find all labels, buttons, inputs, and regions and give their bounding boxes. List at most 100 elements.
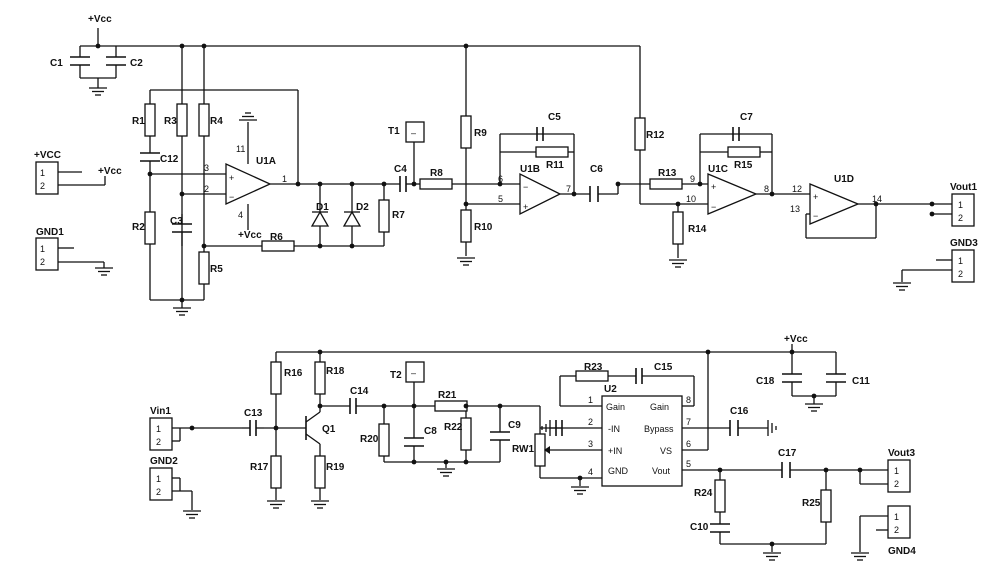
r14-label: R14 (688, 224, 707, 235)
c11-label: C11 (852, 376, 870, 387)
r13-label: R13 (658, 168, 677, 179)
c1-label: C1 (50, 58, 63, 69)
pin-number: 11 (236, 144, 245, 154)
c16-label: C16 (730, 406, 749, 417)
opamp-plus: + (813, 192, 818, 202)
pin-number: 6 (498, 174, 503, 184)
conn-pin: 2 (156, 487, 161, 497)
c12-label: C12 (160, 154, 179, 165)
pin-number: 13 (790, 204, 800, 214)
r8-label: R8 (430, 168, 443, 179)
r24-label: R24 (694, 488, 713, 499)
r18-label: R18 (326, 366, 345, 377)
pin-number: 7 (566, 184, 571, 194)
u1d-label: U1D (834, 174, 854, 185)
c8-label: C8 (424, 426, 437, 437)
conn-pin: 1 (894, 466, 899, 476)
gnd2-label: GND2 (150, 456, 178, 467)
r1-label: R1 (132, 116, 145, 127)
opamp-labels: U1A + − 3 2 1 4 11 U1B − + 6 5 7 U1C + −… (204, 144, 882, 221)
u1b-label: U1B (520, 164, 540, 175)
vcc-label-top: +Vcc (88, 14, 112, 25)
conn-pin: 1 (40, 244, 45, 254)
u2-vs: VS (660, 446, 672, 456)
opamp-minus: − (711, 202, 716, 212)
gnd4-label: GND4 (888, 546, 916, 557)
r5-label: R5 (210, 264, 223, 275)
c5-label: C5 (548, 112, 561, 123)
u2-gain-right: Gain (650, 402, 669, 412)
pin-number: 1 (282, 174, 287, 184)
c3-label: C3 (170, 216, 183, 227)
c9-label: C9 (508, 420, 521, 431)
d1-label: D1 (316, 202, 329, 213)
u2-gain-left: Gain (606, 402, 625, 412)
r11-label: R11 (546, 160, 564, 171)
c4-label: C4 (394, 164, 407, 175)
opamp-plus: + (523, 202, 528, 212)
conn-pin: 2 (156, 437, 161, 447)
conn-pin: 1 (156, 424, 161, 434)
r4-label: R4 (210, 116, 223, 127)
t2-label: T2 (390, 370, 402, 381)
u2-vout: Vout (652, 466, 671, 476)
conn-pin: 1 (40, 168, 45, 178)
r17-label: R17 (250, 462, 269, 473)
u2-bypass: Bypass (644, 424, 674, 434)
u2-gnd: GND (608, 466, 629, 476)
r12-label: R12 (646, 130, 665, 141)
r20-label: R20 (360, 434, 379, 445)
u1c-label: U1C (708, 164, 728, 175)
conn-pin: 2 (40, 181, 45, 191)
c18-label-pos: C18 (756, 376, 775, 387)
component-labels: C1 C2 R1 R3 R4 C12 R2 C3 R5 R6 D1 D2 R7 … (50, 58, 870, 533)
top-wiring (58, 28, 952, 308)
u2-pin: 4 (588, 467, 593, 477)
r19-label: R19 (326, 462, 345, 473)
r2-label: R2 (132, 222, 145, 233)
pin-number: 3 (204, 163, 209, 173)
u2-pin: 7 (686, 417, 691, 427)
c10-label: C10 (690, 522, 709, 533)
gnd3-label: GND3 (950, 238, 978, 249)
vout3-label: Vout3 (888, 448, 915, 459)
pin-number: 14 (872, 194, 882, 204)
connector-labels: +VCC 1 2 GND1 1 2 Vout1 1 2 GND3 1 2 Vin… (34, 150, 978, 557)
pin-number: 8 (764, 184, 769, 194)
u1a-label: U1A (256, 156, 276, 167)
opamp-plus: + (229, 173, 234, 183)
opamp-plus: + (711, 182, 716, 192)
q1-label: Q1 (322, 424, 336, 435)
vout1-label: Vout1 (950, 182, 977, 193)
opamp-minus: − (229, 192, 234, 202)
vin1-label: Vin1 (150, 406, 171, 417)
junction-dots (95, 43, 935, 547)
pin-number: 10 (686, 194, 696, 204)
c13-label: C13 (244, 408, 263, 419)
u2-in-plus: +IN (608, 446, 622, 456)
c7-label: C7 (740, 112, 753, 123)
conn-pin: 2 (958, 213, 963, 223)
r25-label: R25 (802, 498, 821, 509)
conn-pin: 2 (40, 257, 45, 267)
top-components (35, 56, 975, 316)
r16-label: R16 (284, 368, 303, 379)
r23-label: R23 (584, 362, 603, 373)
r10-label: R10 (474, 222, 493, 233)
t1-label: T1 (388, 126, 400, 137)
vcc-label-u1a: +Vcc (238, 230, 262, 241)
r22-label: R22 (444, 422, 463, 433)
r3-label: R3 (164, 116, 177, 127)
c2-label: C2 (130, 58, 143, 69)
opamp-minus: − (813, 211, 818, 221)
conn-pin: 2 (958, 269, 963, 279)
r21-label: R21 (438, 390, 457, 401)
pin-number: 2 (204, 184, 209, 194)
t1-mark: – (411, 128, 416, 138)
vcc-label-bottom: +Vcc (784, 334, 808, 345)
conn-pin: 2 (894, 479, 899, 489)
r15-label: R15 (734, 160, 753, 171)
conn-pin: 1 (958, 200, 963, 210)
vcc-label-conn: +Vcc (98, 166, 122, 177)
u2-pin: 8 (686, 395, 691, 405)
